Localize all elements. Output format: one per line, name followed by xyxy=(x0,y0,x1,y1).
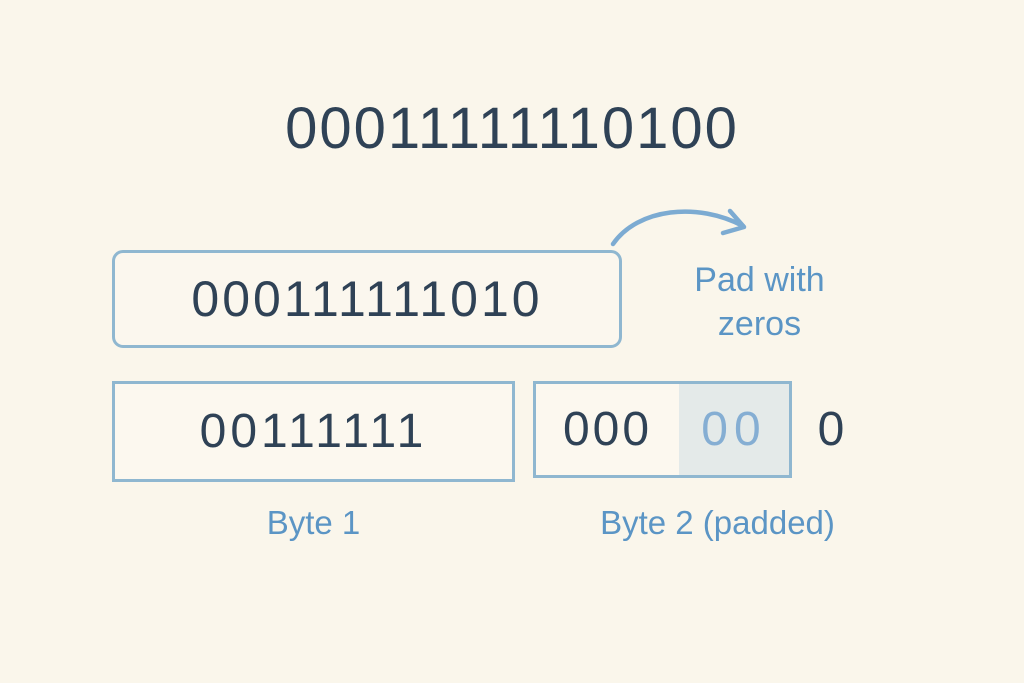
byte2-kept-bits: 000 xyxy=(562,403,653,456)
twelve-bit-box: 000111111010 xyxy=(112,250,622,348)
pad-with-zeros-note: Pad with zeros xyxy=(652,258,867,346)
pad-note-line1: Pad with xyxy=(694,261,825,299)
byte2-label: Byte 2 (padded) xyxy=(600,504,835,541)
curved-arrow-icon xyxy=(610,208,747,247)
byte2-box: 000 00 xyxy=(533,381,792,478)
byte1-label: Byte 1 xyxy=(266,504,361,541)
full-bit-string: 00011111110100 xyxy=(285,96,739,161)
overflow-bit: 0 xyxy=(817,403,845,456)
pad-note-line2: zeros xyxy=(717,305,802,344)
byte2-pad-bits: 00 xyxy=(679,384,789,475)
byte1-box: 00111111 xyxy=(112,381,515,482)
